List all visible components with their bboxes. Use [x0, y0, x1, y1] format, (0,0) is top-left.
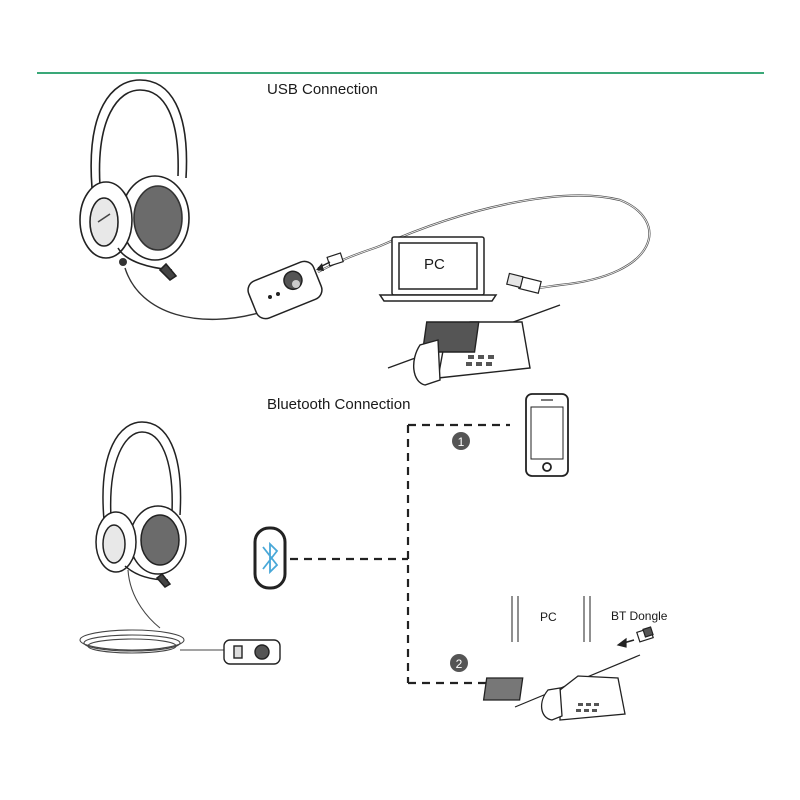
usb-pc-label: PC	[424, 256, 445, 273]
headset-icon	[95, 421, 187, 588]
smartphone-icon	[525, 393, 569, 477]
pc-frame	[511, 596, 591, 642]
usb-connection-title: USB Connection	[267, 81, 378, 98]
bluetooth-icon	[253, 526, 287, 590]
bt-dongle-label: BT Dongle	[611, 609, 668, 623]
bluetooth-connection-title: Bluetooth Connection	[267, 396, 411, 413]
laptop-icon	[378, 236, 498, 302]
step-badge-1: 1	[452, 432, 470, 450]
section-divider	[37, 72, 764, 74]
step-badge-2: 2	[450, 654, 468, 672]
coiled-cable-icon	[79, 569, 224, 654]
headset-icon	[79, 79, 190, 282]
bluetooth-links	[290, 423, 510, 685]
usb-controller-icon	[247, 260, 323, 320]
desk-phone-icon	[482, 675, 626, 721]
bt-dongle-icon	[616, 626, 654, 648]
desk-phone-icon	[413, 321, 531, 386]
svg-text:1: 1	[458, 435, 465, 449]
svg-text:2: 2	[456, 657, 463, 671]
bt-adapter-icon	[223, 639, 281, 665]
bluetooth-pc-label: PC	[540, 610, 557, 624]
usb-plug-icon	[506, 272, 542, 294]
